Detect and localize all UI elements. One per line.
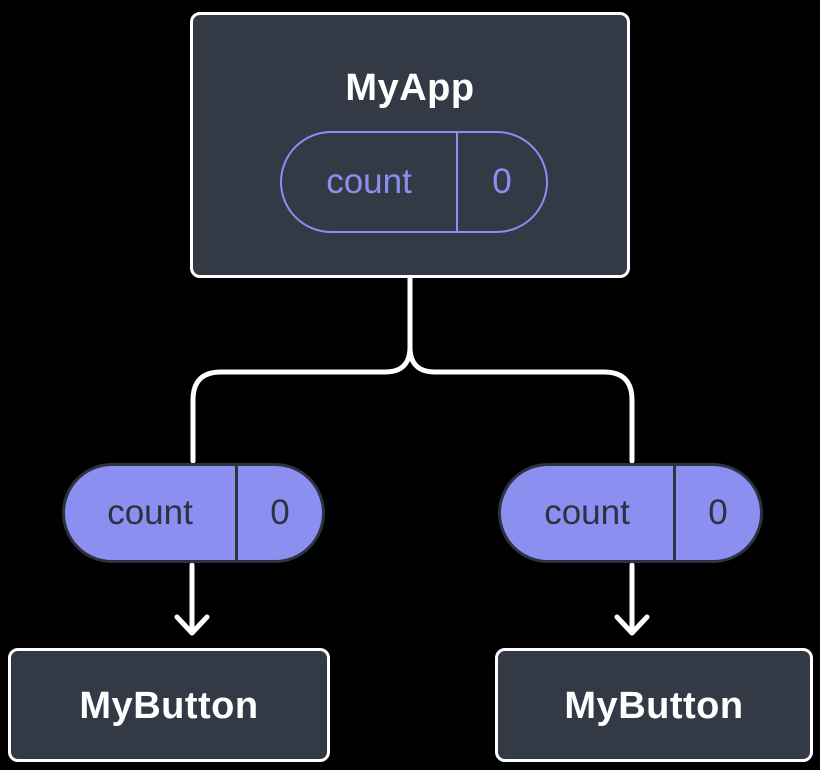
prop-name-label: count	[65, 466, 238, 560]
connector-branch-right	[407, 275, 635, 464]
child-component-box: MyButton	[495, 648, 813, 762]
prop-pill: count 0	[498, 463, 763, 563]
child-component-title: MyButton	[79, 685, 259, 727]
prop-name-label: count	[501, 466, 676, 560]
child-component-box: MyButton	[8, 648, 330, 762]
state-pill: count 0	[280, 131, 548, 233]
connector-branch-left	[190, 275, 413, 464]
state-value-label: 0	[492, 162, 512, 201]
parent-component-box: MyApp count 0	[190, 12, 630, 278]
prop-value-label: 0	[708, 493, 728, 532]
state-name-label: count	[282, 133, 458, 231]
arrow-down-icon	[174, 562, 210, 636]
arrow-down-icon	[614, 562, 650, 636]
parent-component-title: MyApp	[345, 67, 475, 109]
child-component-title: MyButton	[564, 685, 744, 727]
prop-pill: count 0	[62, 463, 325, 563]
prop-value-label: 0	[270, 493, 290, 532]
